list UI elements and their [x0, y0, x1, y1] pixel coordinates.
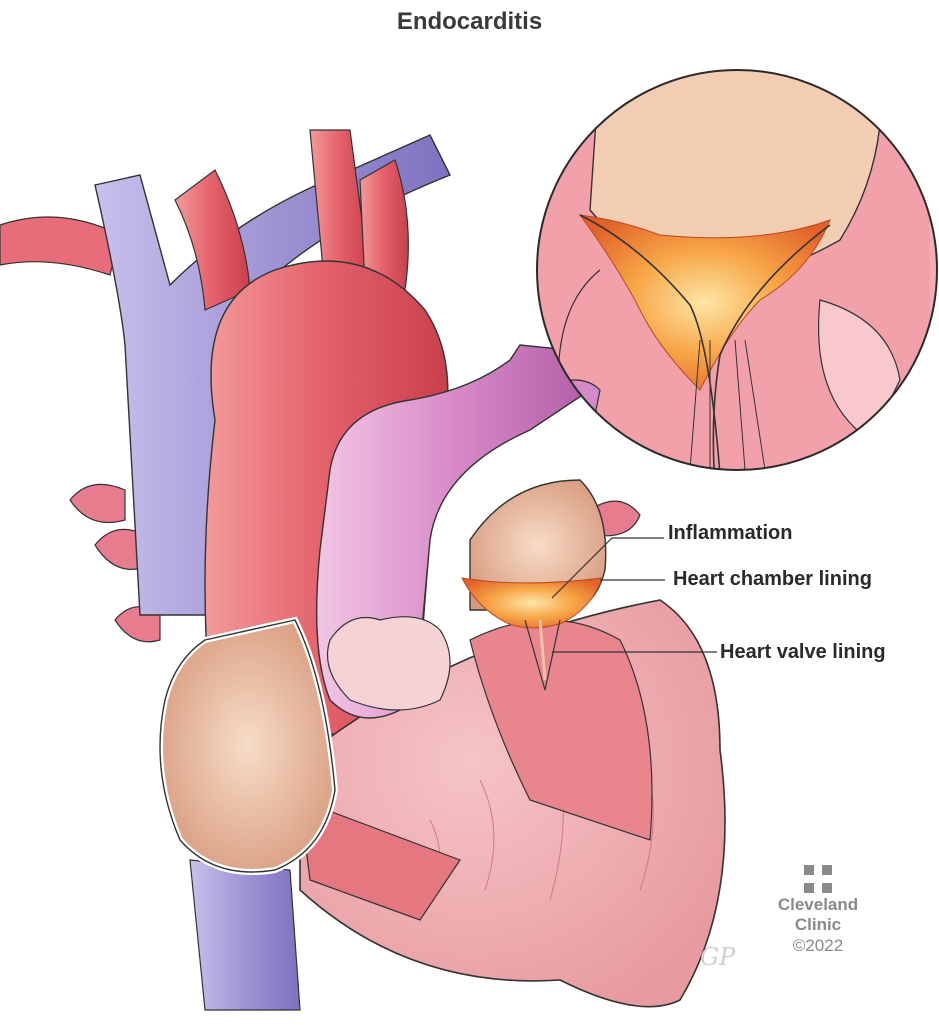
logo-name-line2: Clinic: [794, 915, 842, 934]
copyright: ©2022: [792, 936, 844, 955]
leader-lines: [551, 537, 717, 653]
page-title: Endocarditis: [396, 8, 543, 35]
pulmonary-veins: [69, 483, 641, 643]
magnified-inset: [537, 70, 937, 470]
inflammation-deposit: [461, 577, 603, 629]
label-heart-valve-lining: Heart valve lining: [720, 641, 886, 663]
label-inflammation: Inflammation: [668, 522, 793, 544]
right-atrium: [157, 616, 339, 875]
cleveland-clinic-logo: Cleveland Clinic ©2022: [758, 865, 878, 957]
label-heart-chamber-lining: Heart chamber lining: [673, 568, 872, 590]
cleveland-clinic-cross-icon: [804, 865, 832, 893]
artist-signature: GP: [700, 943, 736, 971]
logo-name-line1: Cleveland: [777, 895, 859, 914]
